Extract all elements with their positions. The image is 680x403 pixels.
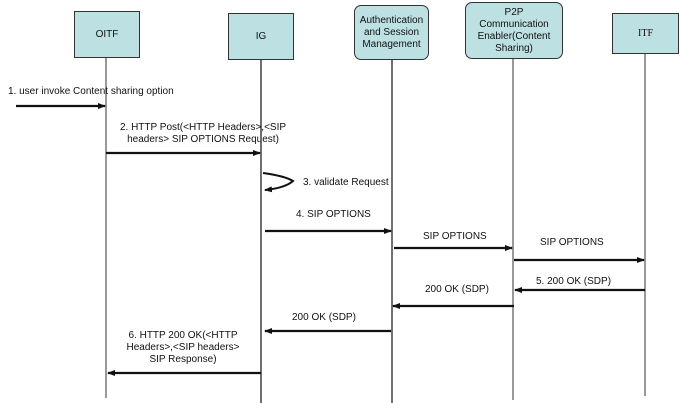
message-label-5: 5. 200 OK (SDP) [536,276,612,287]
message-label-4c: SIP OPTIONS [540,237,604,248]
arrow-msg-3-self [262,172,295,193]
participant-authentication-session-management: Authentication and Session Management [354,5,429,60]
participant-p2p-communication-enabler: P2P Communication Enabler(Content Sharin… [465,2,563,59]
message-label-6-line-1: 6. HTTP 200 OK(<HTTP [128,330,238,341]
message-label-2: 2. HTTP Post(<HTTP Headers>,<SIP headers… [108,122,298,146]
message-label-3: 3. validate Request [303,177,389,188]
message-label-6-line-3: SIP Response) [149,354,217,365]
message-label-2-line-1: 2. HTTP Post(<HTTP Headers>,<SIP [119,122,287,133]
message-label-4b: SIP OPTIONS [423,231,487,242]
message-label-6-line-2: Headers>,<SIP headers> [126,342,240,353]
participant-itf: ITF [612,13,679,54]
message-label-5c: 200 OK (SDP) [292,312,356,323]
participant-label: Authentication and Session Management [359,14,424,50]
message-label-2-line-2: headers> SIP OPTIONS Request) [127,134,279,145]
message-label-4: 4. SIP OPTIONS [296,209,371,220]
message-label-5b: 200 OK (SDP) [425,284,489,295]
participant-label: IG [255,30,267,42]
message-label-1: 1. user invoke Content sharing option [8,86,174,97]
participant-oitf: OITF [74,11,140,58]
participant-label: P2P Communication Enabler(Content Sharin… [477,6,551,54]
participant-ig: IG [228,13,294,60]
message-label-6: 6. HTTP 200 OK(<HTTP Headers>,<SIP heade… [110,330,256,366]
participant-label: OITF [95,28,119,40]
participant-label: ITF [638,27,653,39]
